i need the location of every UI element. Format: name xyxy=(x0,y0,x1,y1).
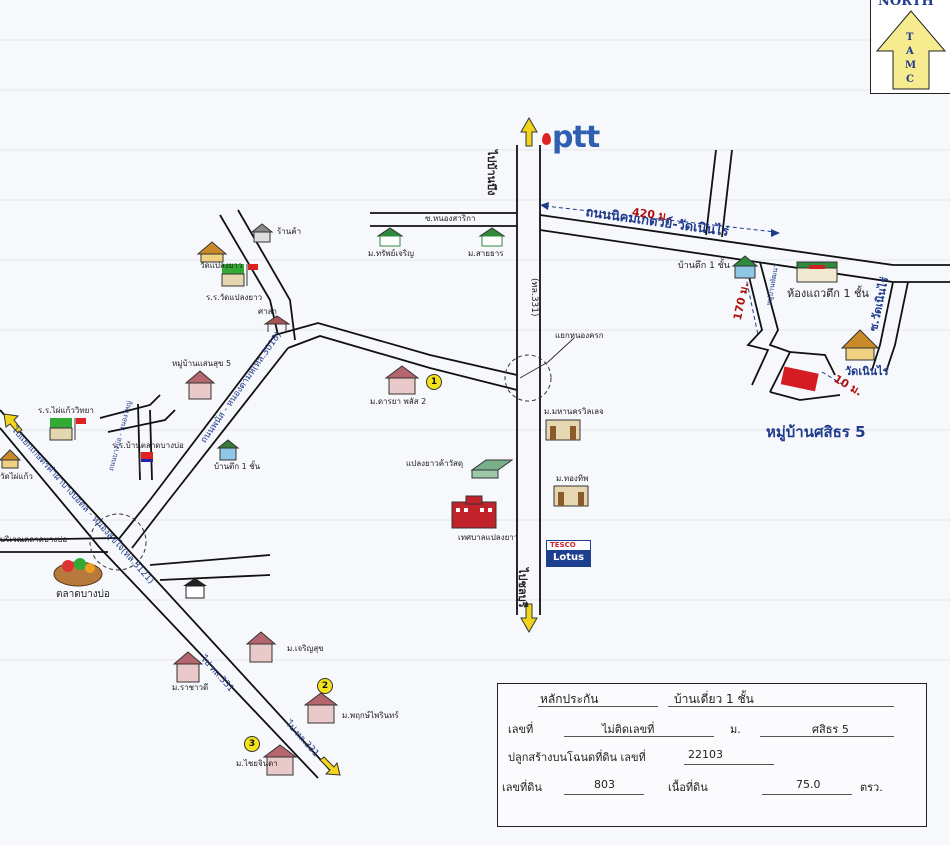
place-label: บ้านตึก 1 ชั้น xyxy=(214,462,261,471)
lotus-label: Lotus xyxy=(547,550,590,566)
place-label: บ้านตึก 1 ชั้น xyxy=(678,261,730,271)
distance-lines xyxy=(544,205,843,385)
direction-arrows xyxy=(3,116,538,776)
place-label: แปลงยาวค้าวัสดุ xyxy=(406,459,464,468)
junction-circles xyxy=(89,354,552,571)
place-label: ม.ทรัพย์เจริญ xyxy=(368,249,414,258)
place-label: ร.ร.วัดแปลงยาว xyxy=(206,293,263,302)
compass-letter: M xyxy=(905,60,917,71)
tesco-lotus-logo: TESCO Lotus xyxy=(546,540,591,567)
place-label: แยกหนองครก xyxy=(555,331,604,340)
underline xyxy=(668,706,894,707)
place-label: ม.ทองทิพ xyxy=(556,474,589,483)
deed-value: 22103 xyxy=(688,748,723,761)
ptt-logo: ptt xyxy=(552,120,600,155)
place-label: ร้านค้า xyxy=(277,227,302,236)
place-label: ม.พฤกษ์ไพรินทร์ xyxy=(342,711,399,720)
area-value: 75.0 xyxy=(796,778,821,791)
marker-2: 2 xyxy=(317,678,333,694)
underline xyxy=(564,736,714,737)
tesco-label: TESCO xyxy=(550,541,576,549)
underline xyxy=(762,794,852,795)
place-label: ศาลา xyxy=(258,307,277,316)
place-label: ม.ราชาวดี xyxy=(172,683,209,692)
place-label: ม.ไชยจินดา xyxy=(236,759,278,768)
place-label: ม.ดารยา พลัส 2 xyxy=(370,397,427,406)
distance-arrowheads xyxy=(540,202,780,237)
place-label: ห้องแถวตึก 1 ชั้น xyxy=(787,287,869,300)
underline xyxy=(538,706,658,707)
place-label: ร.ร.บ้านตลาดบางบ่อ xyxy=(112,441,184,450)
house-type-value: บ้านเดี่ยว 1 ชั้น xyxy=(674,692,754,706)
compass-box xyxy=(870,0,950,94)
place-label: ม.มหานครวิลเลจ xyxy=(544,407,604,416)
building-icons xyxy=(0,223,880,776)
place-label: บริเวณตลาดบางบ่อ xyxy=(0,535,68,544)
area-label: เนื้อที่ดิน xyxy=(668,781,708,794)
underline xyxy=(564,794,644,795)
place-label: ม.เจริญสุข xyxy=(287,644,324,653)
soi-label: ซ.หนองสาริกา xyxy=(425,214,476,223)
north-arrow-icon xyxy=(875,10,947,90)
place-label: ร.ร.ไผ่แก้ววิทยา xyxy=(38,406,94,415)
ptt-drop-icon xyxy=(542,133,551,145)
road-label-north: ไปบ้านบึง xyxy=(485,150,498,196)
underline xyxy=(760,736,894,737)
marker-3: 3 xyxy=(244,736,260,752)
place-label: วัดแปลงยาว xyxy=(200,261,243,270)
compass-letter: A xyxy=(906,46,914,57)
moo-value: ศสิธร 5 xyxy=(812,723,849,736)
area-unit: ตรว. xyxy=(860,781,883,794)
marker-1: 1 xyxy=(426,374,442,390)
place-label: ตลาดบางบ่อ xyxy=(56,589,110,600)
underline xyxy=(684,764,774,765)
background-form-lines xyxy=(0,39,950,661)
house-no-label: เลขที่ xyxy=(508,723,534,736)
road-label-south: ไปชลบุรี xyxy=(516,568,529,608)
property-info-box: หลักประกัน บ้านเดี่ยว 1 ชั้น เลขที่ ไม่ต… xyxy=(497,683,927,827)
compass-letter: T xyxy=(906,32,914,43)
land-no-value: 803 xyxy=(594,778,615,791)
subject-village-label: หมู่บ้านศสิธร 5 xyxy=(766,423,866,441)
place-label: เทศบาลแปลงยาว xyxy=(458,533,519,542)
place-label: วัดเนินไร่ xyxy=(845,365,889,378)
north-label: NORTH xyxy=(878,0,934,9)
collateral-label: หลักประกัน xyxy=(540,692,599,706)
land-no-label: เลขที่ดิน xyxy=(502,781,542,794)
place-label: ม.สายธาร xyxy=(468,249,504,258)
place-label: หมู่บ้านแสนสุข 5 xyxy=(172,359,232,368)
subject-property-marker xyxy=(780,366,819,392)
junction-pointer xyxy=(519,361,549,379)
moo-label: ม. xyxy=(730,723,741,736)
deed-label: ปลูกสร้างบนโฉนดที่ดิน เลขที่ xyxy=(508,751,646,764)
compass-letter: C xyxy=(906,74,914,85)
road-number-331: (ทล.331) xyxy=(529,278,539,317)
house-no-value: ไม่ติดเลขที่ xyxy=(602,723,655,736)
place-label: วัดไผ่แก้ว xyxy=(0,472,33,481)
